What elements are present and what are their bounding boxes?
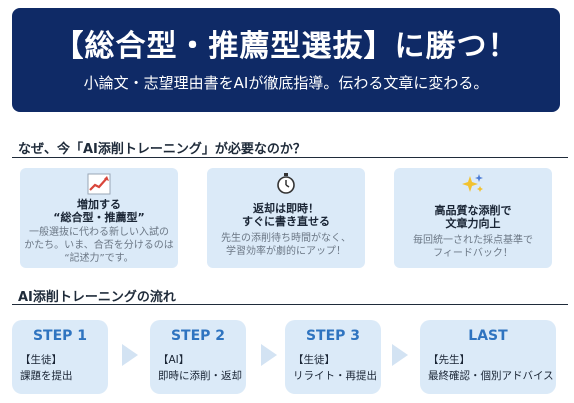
step-2-card: STEP 2 【AI】 即時に添削・返却 xyxy=(150,320,246,394)
step-description: 【生徒】 課題を提出 xyxy=(20,354,73,382)
step-title: STEP 3 xyxy=(305,328,361,344)
why-divider xyxy=(12,157,568,158)
step-3-card: STEP 3 【生徒】 リライト・再提出 xyxy=(285,320,381,394)
banner-title: 【総合型・推薦型選抜】に勝つ！ xyxy=(53,29,519,64)
card-description: 一般選抜に代わる新しい入試の かたち。いま、合否を分けるのは “記述力”です。 xyxy=(24,227,174,264)
step-description: 【先生】 最終確認・個別アドバイス xyxy=(428,354,554,382)
step-title: STEP 2 xyxy=(170,328,226,344)
step-description: 【生徒】 リライト・再提出 xyxy=(293,354,377,382)
stopwatch-icon xyxy=(207,172,365,196)
flow-heading: AI添削トレーニングの流れ xyxy=(18,290,176,305)
card-description: 先生の添削待ち時間がなく、 学習効率が劇的にアップ！ xyxy=(221,233,351,257)
last-step-card: LAST 【先生】 最終確認・個別アドバイス xyxy=(420,320,556,394)
flow-arrow-icon xyxy=(122,344,138,366)
sparkles-icon xyxy=(394,172,552,196)
banner-subtitle: 小論文・志望理由書をAIが徹底指導。伝わる文章に変わる。 xyxy=(83,74,489,92)
step-title: LAST xyxy=(468,328,508,344)
hero-banner: 【総合型・推薦型選抜】に勝つ！ 小論文・志望理由書をAIが徹底指導。伝わる文章に… xyxy=(12,8,560,112)
card-title: 増加する “総合型・推薦型” xyxy=(53,198,145,224)
flow-arrow-icon xyxy=(392,344,408,366)
why-heading: なぜ、今「AI添削トレーニング」が必要なのか？ xyxy=(18,142,306,157)
step-description: 【AI】 即時に添削・返却 xyxy=(158,354,242,382)
step-title: STEP 1 xyxy=(32,328,88,344)
reason-card-quality: 高品質な添削で 文章力向上 毎回統一された採点基準で フィードバック！ xyxy=(394,168,552,268)
card-description: 毎回統一された採点基準で フィードバック！ xyxy=(413,235,533,259)
card-title: 高品質な添削で 文章力向上 xyxy=(434,204,512,230)
flow-arrow-icon xyxy=(261,344,277,366)
trend-chart-icon xyxy=(20,172,178,196)
step-1-card: STEP 1 【生徒】 課題を提出 xyxy=(12,320,108,394)
card-title: 返却は即時！ すぐに書き直せる xyxy=(242,202,330,228)
reason-card-instant: 返却は即時！ すぐに書き直せる 先生の添削待ち時間がなく、 学習効率が劇的にアッ… xyxy=(207,168,365,268)
flow-divider xyxy=(12,304,568,305)
reason-card-increase: 増加する “総合型・推薦型” 一般選抜に代わる新しい入試の かたち。いま、合否を… xyxy=(20,168,178,268)
